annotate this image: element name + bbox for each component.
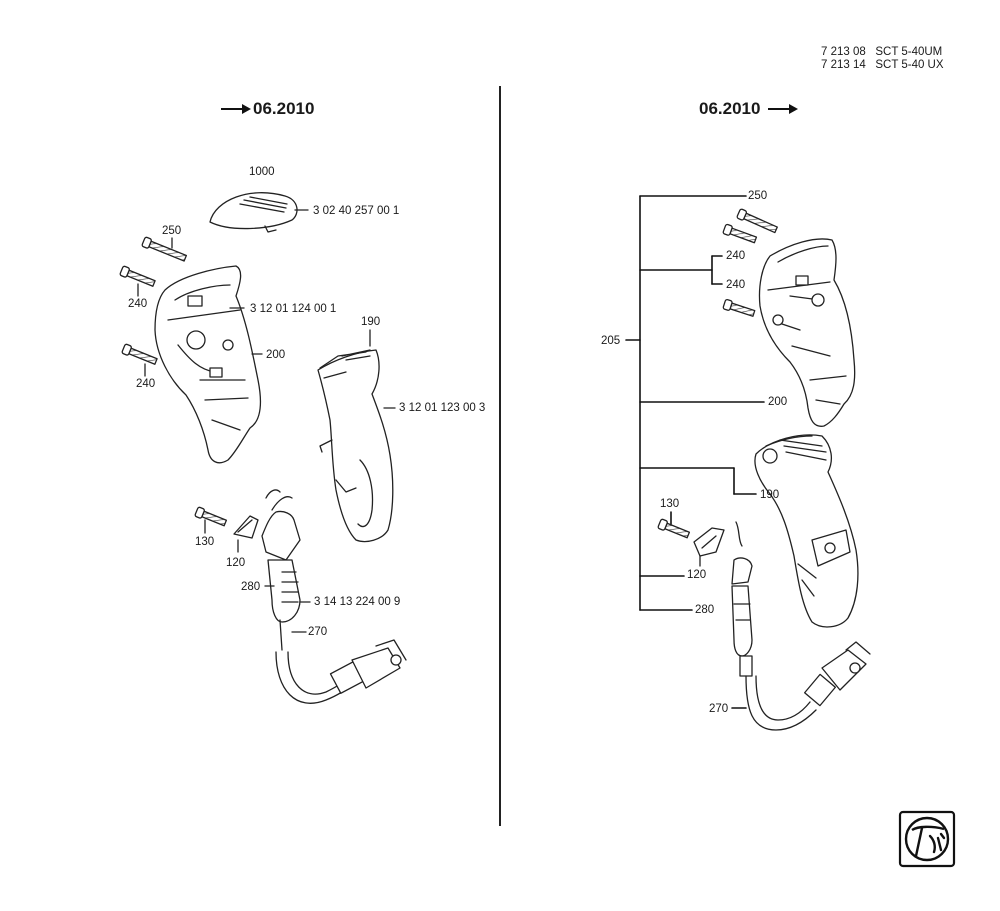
switch-cap-part — [209, 192, 298, 233]
part-label-240: 240 — [128, 298, 148, 310]
screw-part — [194, 506, 228, 527]
screw-part — [657, 518, 691, 539]
panel-divider — [499, 86, 501, 826]
cable-clamp-part — [693, 527, 725, 557]
part-label-190: 190 — [361, 316, 381, 328]
part-label-280: 280 — [241, 581, 261, 593]
screw-part — [722, 298, 756, 317]
part-label-250: 250 — [162, 225, 182, 237]
arrow-right-icon — [221, 104, 251, 114]
handle-part — [754, 434, 859, 628]
screw-part — [119, 265, 156, 287]
handle-part — [317, 349, 394, 543]
cable-clamp-part — [233, 515, 259, 539]
part-label-205: 205 — [601, 335, 621, 347]
part-label-120: 120 — [687, 569, 707, 581]
housing-half-part — [758, 238, 856, 427]
part-label-270: 270 — [308, 626, 328, 638]
part-label-130: 130 — [195, 536, 215, 548]
screw-part — [736, 208, 778, 234]
cable-sleeve-part — [731, 521, 753, 657]
part-label-280: 280 — [695, 604, 715, 616]
part-label-200: 200 — [768, 396, 788, 408]
part-number-200: 3 12 01 124 00 1 — [250, 303, 337, 315]
housing-half-part — [154, 265, 262, 464]
part-label-130: 130 — [660, 498, 680, 510]
part-label-200: 200 — [266, 349, 286, 361]
power-cord-part — [739, 641, 871, 731]
fein-logo-icon — [898, 810, 956, 868]
cable-sleeve-part — [261, 489, 301, 623]
part-label-270: 270 — [709, 703, 729, 715]
model-number-line-2: 7 213 14 SCT 5-40 UX — [821, 59, 944, 71]
model-number-line-1: 7 213 08 SCT 5-40UM — [821, 46, 943, 58]
arrow-right-icon — [768, 104, 798, 114]
part-label-190: 190 — [760, 489, 780, 501]
part-label-240: 240 — [136, 378, 156, 390]
part-label-120: 120 — [226, 557, 246, 569]
part-number-190: 3 12 01 123 00 3 — [399, 402, 486, 414]
screw-part — [722, 223, 758, 244]
part-label-1000: 1000 — [249, 166, 275, 178]
part-label-240: 240 — [726, 250, 746, 262]
part-number-1000: 3 02 40 257 00 1 — [313, 205, 400, 217]
screw-part — [141, 236, 188, 262]
part-group-bracket — [625, 195, 765, 709]
screw-part — [121, 343, 158, 365]
right-period-heading: 06.2010 — [699, 99, 761, 118]
part-label-250: 250 — [748, 190, 768, 202]
left-period-heading: 06.2010 — [253, 99, 315, 118]
power-cord-part — [275, 619, 407, 704]
part-label-240: 240 — [726, 279, 746, 291]
part-number-280: 3 14 13 224 00 9 — [314, 596, 401, 608]
